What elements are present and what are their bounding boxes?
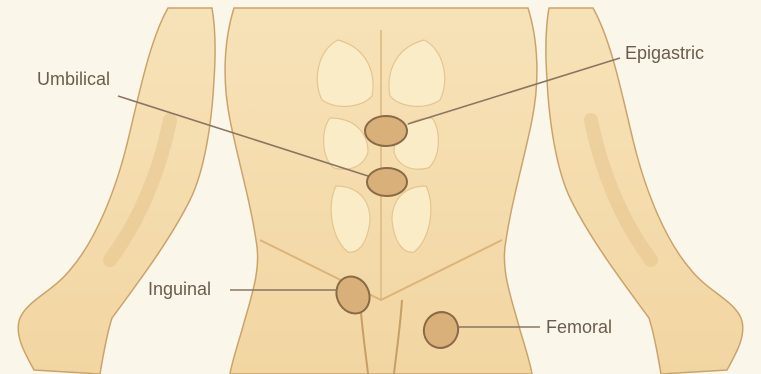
inguinal-label: Inguinal	[148, 280, 211, 298]
left-arm	[18, 8, 215, 374]
umbilical-hernia-site	[367, 168, 407, 196]
epigastric-label: Epigastric	[625, 44, 704, 62]
umbilical-label: Umbilical	[37, 70, 110, 88]
femoral-label: Femoral	[546, 318, 612, 336]
epigastric-hernia-site	[365, 116, 407, 146]
